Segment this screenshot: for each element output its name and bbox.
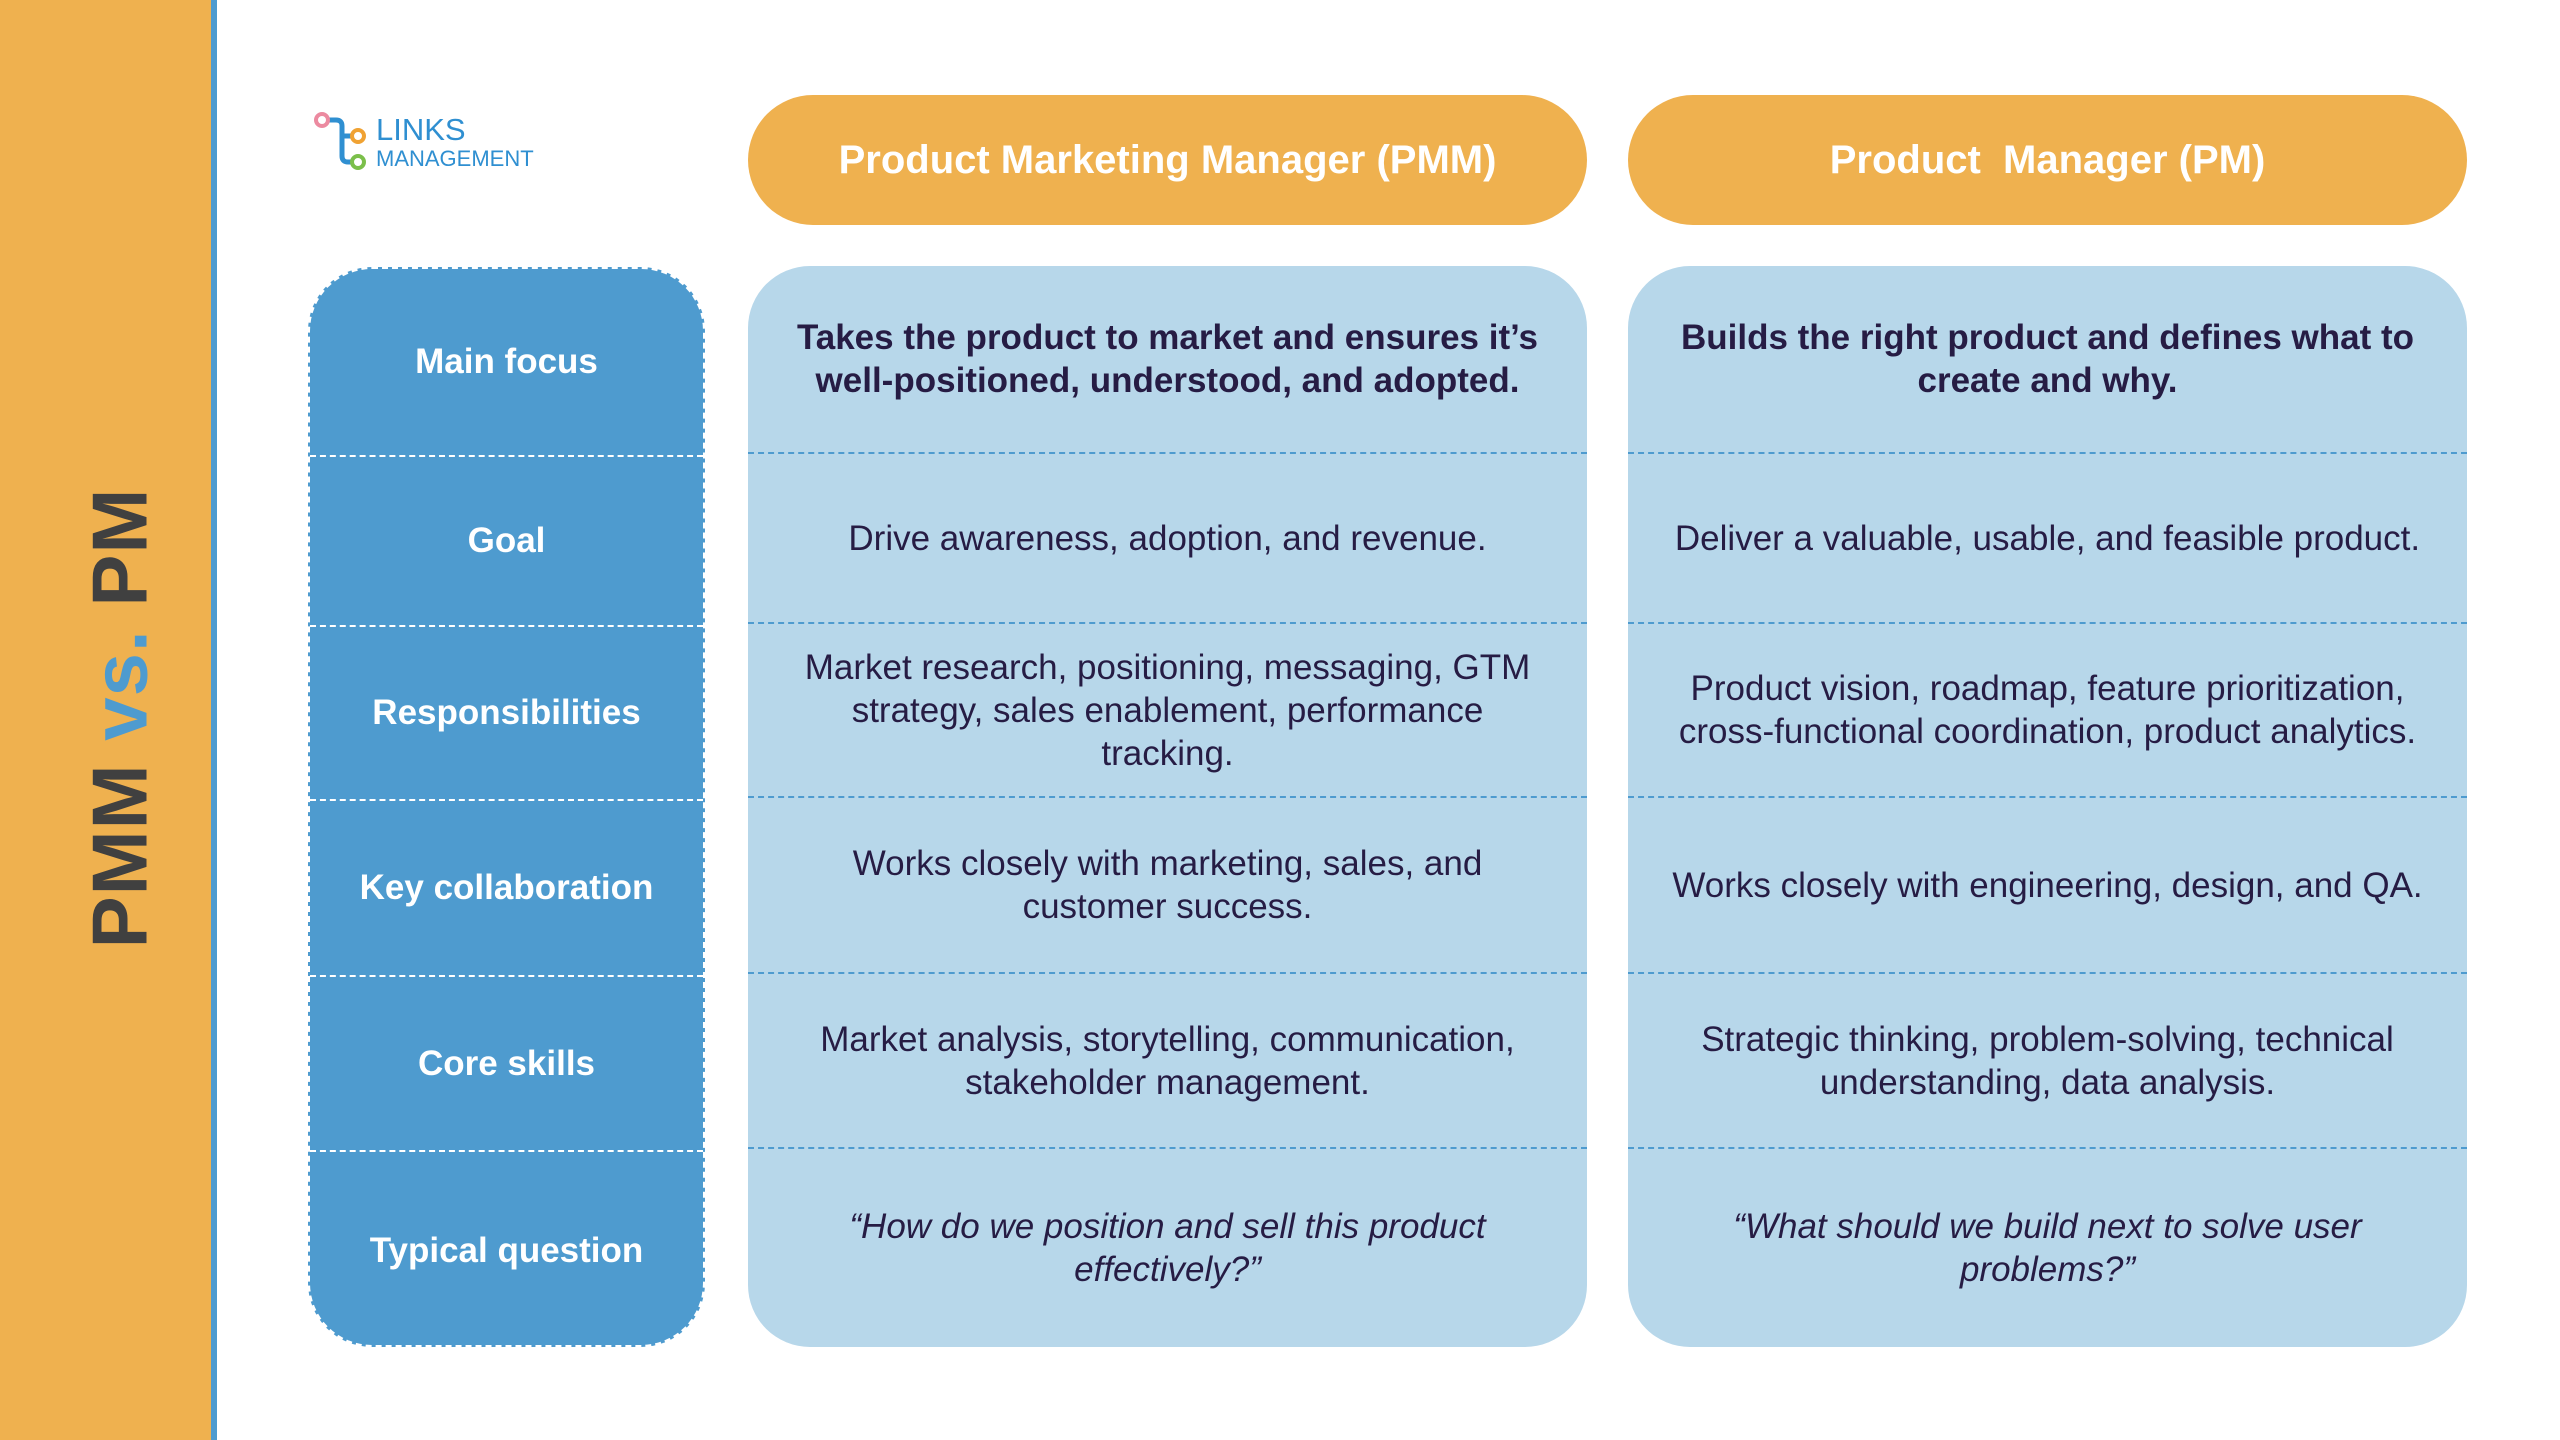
pm-main-focus: Builds the right product and defines wha… [1680,318,2415,400]
company-logo: LINKS MANAGEMENT [314,112,554,174]
pm-column: Builds the right product and defines wha… [1628,266,2467,1347]
pm-key-collaboration: Works closely with engineering, design, … [1628,796,2467,972]
pmm-main-focus: Takes the product to market and ensures … [796,318,1539,400]
pmm-column: Takes the product to market and ensures … [748,266,1587,1347]
page-title: PMM vs. PM [75,488,166,949]
sidebar-divider [211,0,217,1440]
header-pm: Product Manager (PM) [1628,95,2467,225]
row-label-responsibilities: Responsibilities [310,625,703,799]
header-pmm: Product Marketing Manager (PMM) [748,95,1587,225]
logo-text-links: LINKS [376,112,466,147]
row-label-core-skills: Core skills [310,975,703,1150]
pm-core-skills: Strategic thinking, problem-solving, tec… [1628,972,2467,1147]
pmm-responsibilities: Market research, positioning, messaging,… [748,622,1587,796]
title-pmm: PMM [75,763,164,949]
row-label-main-focus: Main focus [415,342,598,381]
row-label-typical-question: Typical question [310,1150,703,1345]
pmm-goal: Drive awareness, adoption, and revenue. [748,452,1587,622]
title-pm: PM [75,487,164,607]
pmm-key-collaboration: Works closely with marketing, sales, and… [748,796,1587,972]
row-label-key-collaboration: Key collaboration [310,799,703,975]
row-label-goal: Goal [310,455,703,625]
sidebar [0,0,211,1440]
pm-goal: Deliver a valuable, usable, and feasible… [1628,452,2467,622]
pm-typical-question: “What should we build next to solve user… [1628,1147,2467,1347]
row-labels-column: Main focus Goal Responsibilities Key col… [308,267,705,1347]
pm-responsibilities: Product vision, roadmap, feature priorit… [1628,622,2467,796]
title-vs: vs. [75,629,164,741]
logo-text-management: MANAGEMENT [376,146,534,171]
connected-nodes-logo-icon [314,112,366,170]
pmm-typical-question: “How do we position and sell this produc… [748,1147,1587,1347]
pmm-core-skills: Market analysis, storytelling, communica… [748,972,1587,1147]
